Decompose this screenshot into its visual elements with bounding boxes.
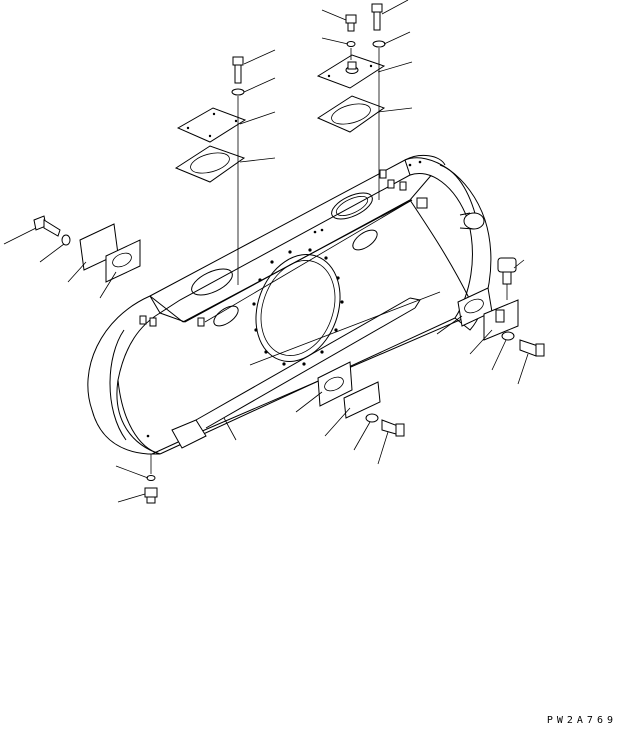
bolt-circle-holes	[252, 248, 344, 366]
bolt-top-left	[232, 56, 244, 84]
bolt-front	[381, 419, 405, 437]
guard-bar	[171, 297, 421, 449]
bolt-side-left	[33, 215, 61, 237]
drain-plug	[144, 475, 158, 504]
plate-side-left	[79, 223, 141, 283]
reference-code: PW2A769	[546, 715, 617, 726]
bolt-side-right	[519, 339, 545, 357]
plate-side-right	[457, 287, 519, 341]
track-frame-housing	[87, 154, 492, 455]
bolt-top-right-a	[345, 14, 357, 32]
cover-plate-left	[176, 107, 247, 143]
bolt-top-right-b	[371, 3, 383, 31]
leader-lines	[3, 0, 529, 503]
washer-top-left	[231, 88, 245, 96]
washer-top-right	[372, 40, 386, 48]
gasket-left	[174, 145, 246, 183]
plate-front	[317, 361, 381, 419]
cover-plate-right	[316, 54, 386, 89]
gasket-right	[316, 95, 386, 133]
grease-fitting	[497, 257, 517, 300]
